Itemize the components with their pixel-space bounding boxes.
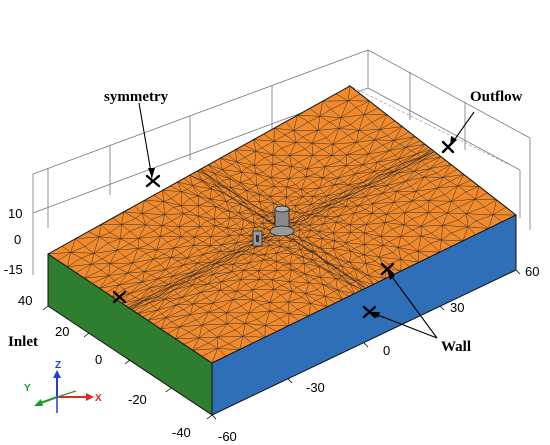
domain-edges bbox=[47, 85, 517, 416]
y-axis-tick-marks bbox=[42, 305, 213, 420]
x-tick-label: 0 bbox=[383, 343, 390, 358]
y-tick-label: 40 bbox=[18, 293, 32, 308]
pier-structure bbox=[252, 205, 295, 247]
triad-y-label: Y bbox=[24, 383, 31, 394]
wall-marker-2 bbox=[362, 305, 377, 319]
symmetry-marker bbox=[145, 174, 161, 188]
triad-x-label: X bbox=[95, 393, 102, 404]
inlet-marker bbox=[112, 290, 127, 304]
x-axis-ticks: 60 30 0 -30 -60 bbox=[218, 264, 539, 444]
z-tick-label: 10 bbox=[8, 206, 22, 221]
triad-z-label: Z bbox=[55, 360, 61, 371]
wall-label: Wall bbox=[441, 339, 471, 355]
wall-marker-1 bbox=[380, 262, 395, 276]
y-tick-label: -20 bbox=[128, 392, 147, 407]
axis-triad: Z X Y bbox=[24, 360, 102, 413]
y-tick-label: 20 bbox=[55, 324, 69, 339]
y-tick-label: 0 bbox=[95, 352, 102, 367]
x-tick-label: -60 bbox=[218, 429, 237, 444]
bounding-box-dashed-edge bbox=[347, 84, 521, 171]
leader-arrowheads bbox=[148, 136, 457, 318]
x-axis-tick-marks bbox=[211, 269, 521, 420]
bounding-box-frame bbox=[32, 49, 531, 275]
symmetry-label: symmetry bbox=[104, 89, 169, 105]
x-tick-label: 60 bbox=[525, 264, 539, 279]
outflow-label: Outflow bbox=[470, 89, 523, 105]
x-tick-label: 30 bbox=[450, 300, 464, 315]
y-axis-ticks: 40 20 0 -20 -40 bbox=[18, 293, 191, 440]
inlet-side-face bbox=[48, 254, 212, 415]
z-tick-label: -15 bbox=[4, 262, 23, 277]
y-tick-label: -40 bbox=[172, 425, 191, 440]
z-axis-ticks: 10 0 -15 bbox=[4, 206, 23, 277]
z-tick-label: 0 bbox=[14, 232, 21, 247]
x-tick-label: -30 bbox=[306, 380, 325, 395]
inlet-label: Inlet bbox=[8, 334, 38, 350]
wall-side-face bbox=[212, 215, 516, 415]
